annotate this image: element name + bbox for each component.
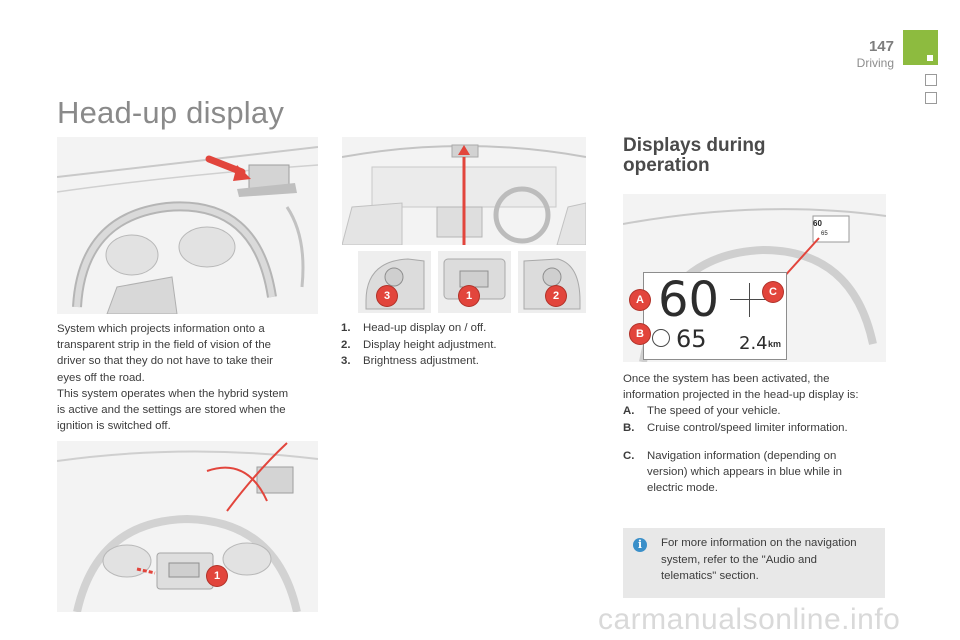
intro-line: ignition is switched off. [57, 420, 171, 433]
page-title: Head-up display [57, 95, 285, 130]
intro-line: is active and the settings are stored wh… [57, 404, 286, 417]
onoff-control-illustration [438, 251, 511, 313]
cruise-control-icon [652, 329, 670, 347]
list-text: Navigation information (depending on ver… [647, 448, 842, 497]
list-item: C. Navigation information (depending on … [623, 448, 888, 497]
mini-cruise: 65 [821, 231, 828, 237]
mini-speed: 60 [813, 219, 822, 228]
hud-cruise-speed: 65 [676, 325, 707, 353]
list-item: 3. Brightness adjustment. [341, 353, 586, 370]
bottom-illustration [57, 441, 318, 612]
displays-description: Once the system has been activated, the … [623, 371, 888, 496]
mini-display: 60 65 [813, 219, 845, 241]
list-text-line: version) which appears in blue while in [647, 466, 843, 479]
intro-line: eyes off the road. [57, 371, 145, 384]
heading-line: operation [623, 155, 710, 176]
list-item: 1. Head-up display on / off. [341, 320, 586, 337]
list-item: B. Cruise control/speed limiter informati… [623, 420, 888, 436]
list-item: 2. Display height adjustment. [341, 337, 586, 354]
callout-2: 2 [546, 286, 566, 306]
list-text-line: electric mode. [647, 482, 718, 495]
displays-heading: Displays during operation [623, 136, 823, 176]
list-item: A. The speed of your vehicle. [623, 403, 888, 419]
callout-1-bottom: 1 [207, 566, 227, 586]
list-key: 3. [341, 355, 351, 368]
desc-line: Once the system has been activated, the [623, 373, 830, 385]
intro-paragraph: System which projects information onto a… [57, 321, 319, 434]
list-key: C. [623, 449, 635, 462]
heading-line: Displays during [623, 135, 766, 156]
watermark: carmanualsonline.info [598, 603, 901, 636]
brightness-control-illustration [358, 251, 431, 313]
list-key: 1. [341, 322, 351, 334]
list-key: 2. [341, 338, 351, 351]
list-text: Display height adjustment. [363, 338, 497, 351]
desc-line: information projected in the head-up dis… [623, 389, 859, 402]
list-text: Cruise control/speed limiter information… [647, 421, 848, 434]
height-control-illustration [518, 251, 586, 313]
callout-a: A [630, 290, 650, 310]
page-number: 147 [868, 38, 894, 55]
info-icon: i [633, 538, 647, 552]
list-text: The speed of your vehicle. [647, 405, 781, 418]
hud-distance: 2.4 [739, 333, 768, 354]
list-key: A. [623, 405, 635, 418]
cabin-illustration [342, 137, 586, 245]
callout-c: C [763, 282, 783, 302]
callout-1: 1 [459, 286, 479, 306]
info-line: system, refer to the "Audio and [661, 553, 817, 566]
tab-marker-2 [925, 92, 937, 104]
intro-line: System which projects information onto a [57, 323, 265, 335]
hud-location-illustration [57, 137, 318, 314]
list-text-line: Navigation information (depending on [647, 449, 837, 462]
nav-cross-icon [730, 299, 770, 300]
hud-distance-unit: km [768, 339, 782, 349]
list-text: Brightness adjustment. [363, 355, 479, 368]
intro-line: transparent strip in the field of vision… [57, 339, 272, 352]
info-line: telematics" section. [661, 570, 759, 582]
intro-line: driver so that they do not have to take … [57, 355, 273, 368]
section-tab [903, 30, 938, 65]
list-text: Head-up display on / off. [363, 322, 487, 334]
info-line: For more information on the navigation [661, 537, 857, 549]
info-text: For more information on the navigation s… [661, 535, 876, 585]
hud-speed: 60 [658, 272, 720, 328]
info-box [623, 528, 885, 598]
nav-arrow-icon [749, 283, 750, 317]
tab-marker-1 [925, 74, 937, 86]
controls-list: 1. Head-up display on / off. 2. Display he… [341, 320, 586, 370]
list-key: B. [623, 421, 635, 434]
callout-3: 3 [377, 286, 397, 306]
intro-line: This system operates when the hybrid sys… [57, 387, 289, 400]
section-label: Driving [856, 56, 894, 70]
callout-b: B [630, 324, 650, 344]
